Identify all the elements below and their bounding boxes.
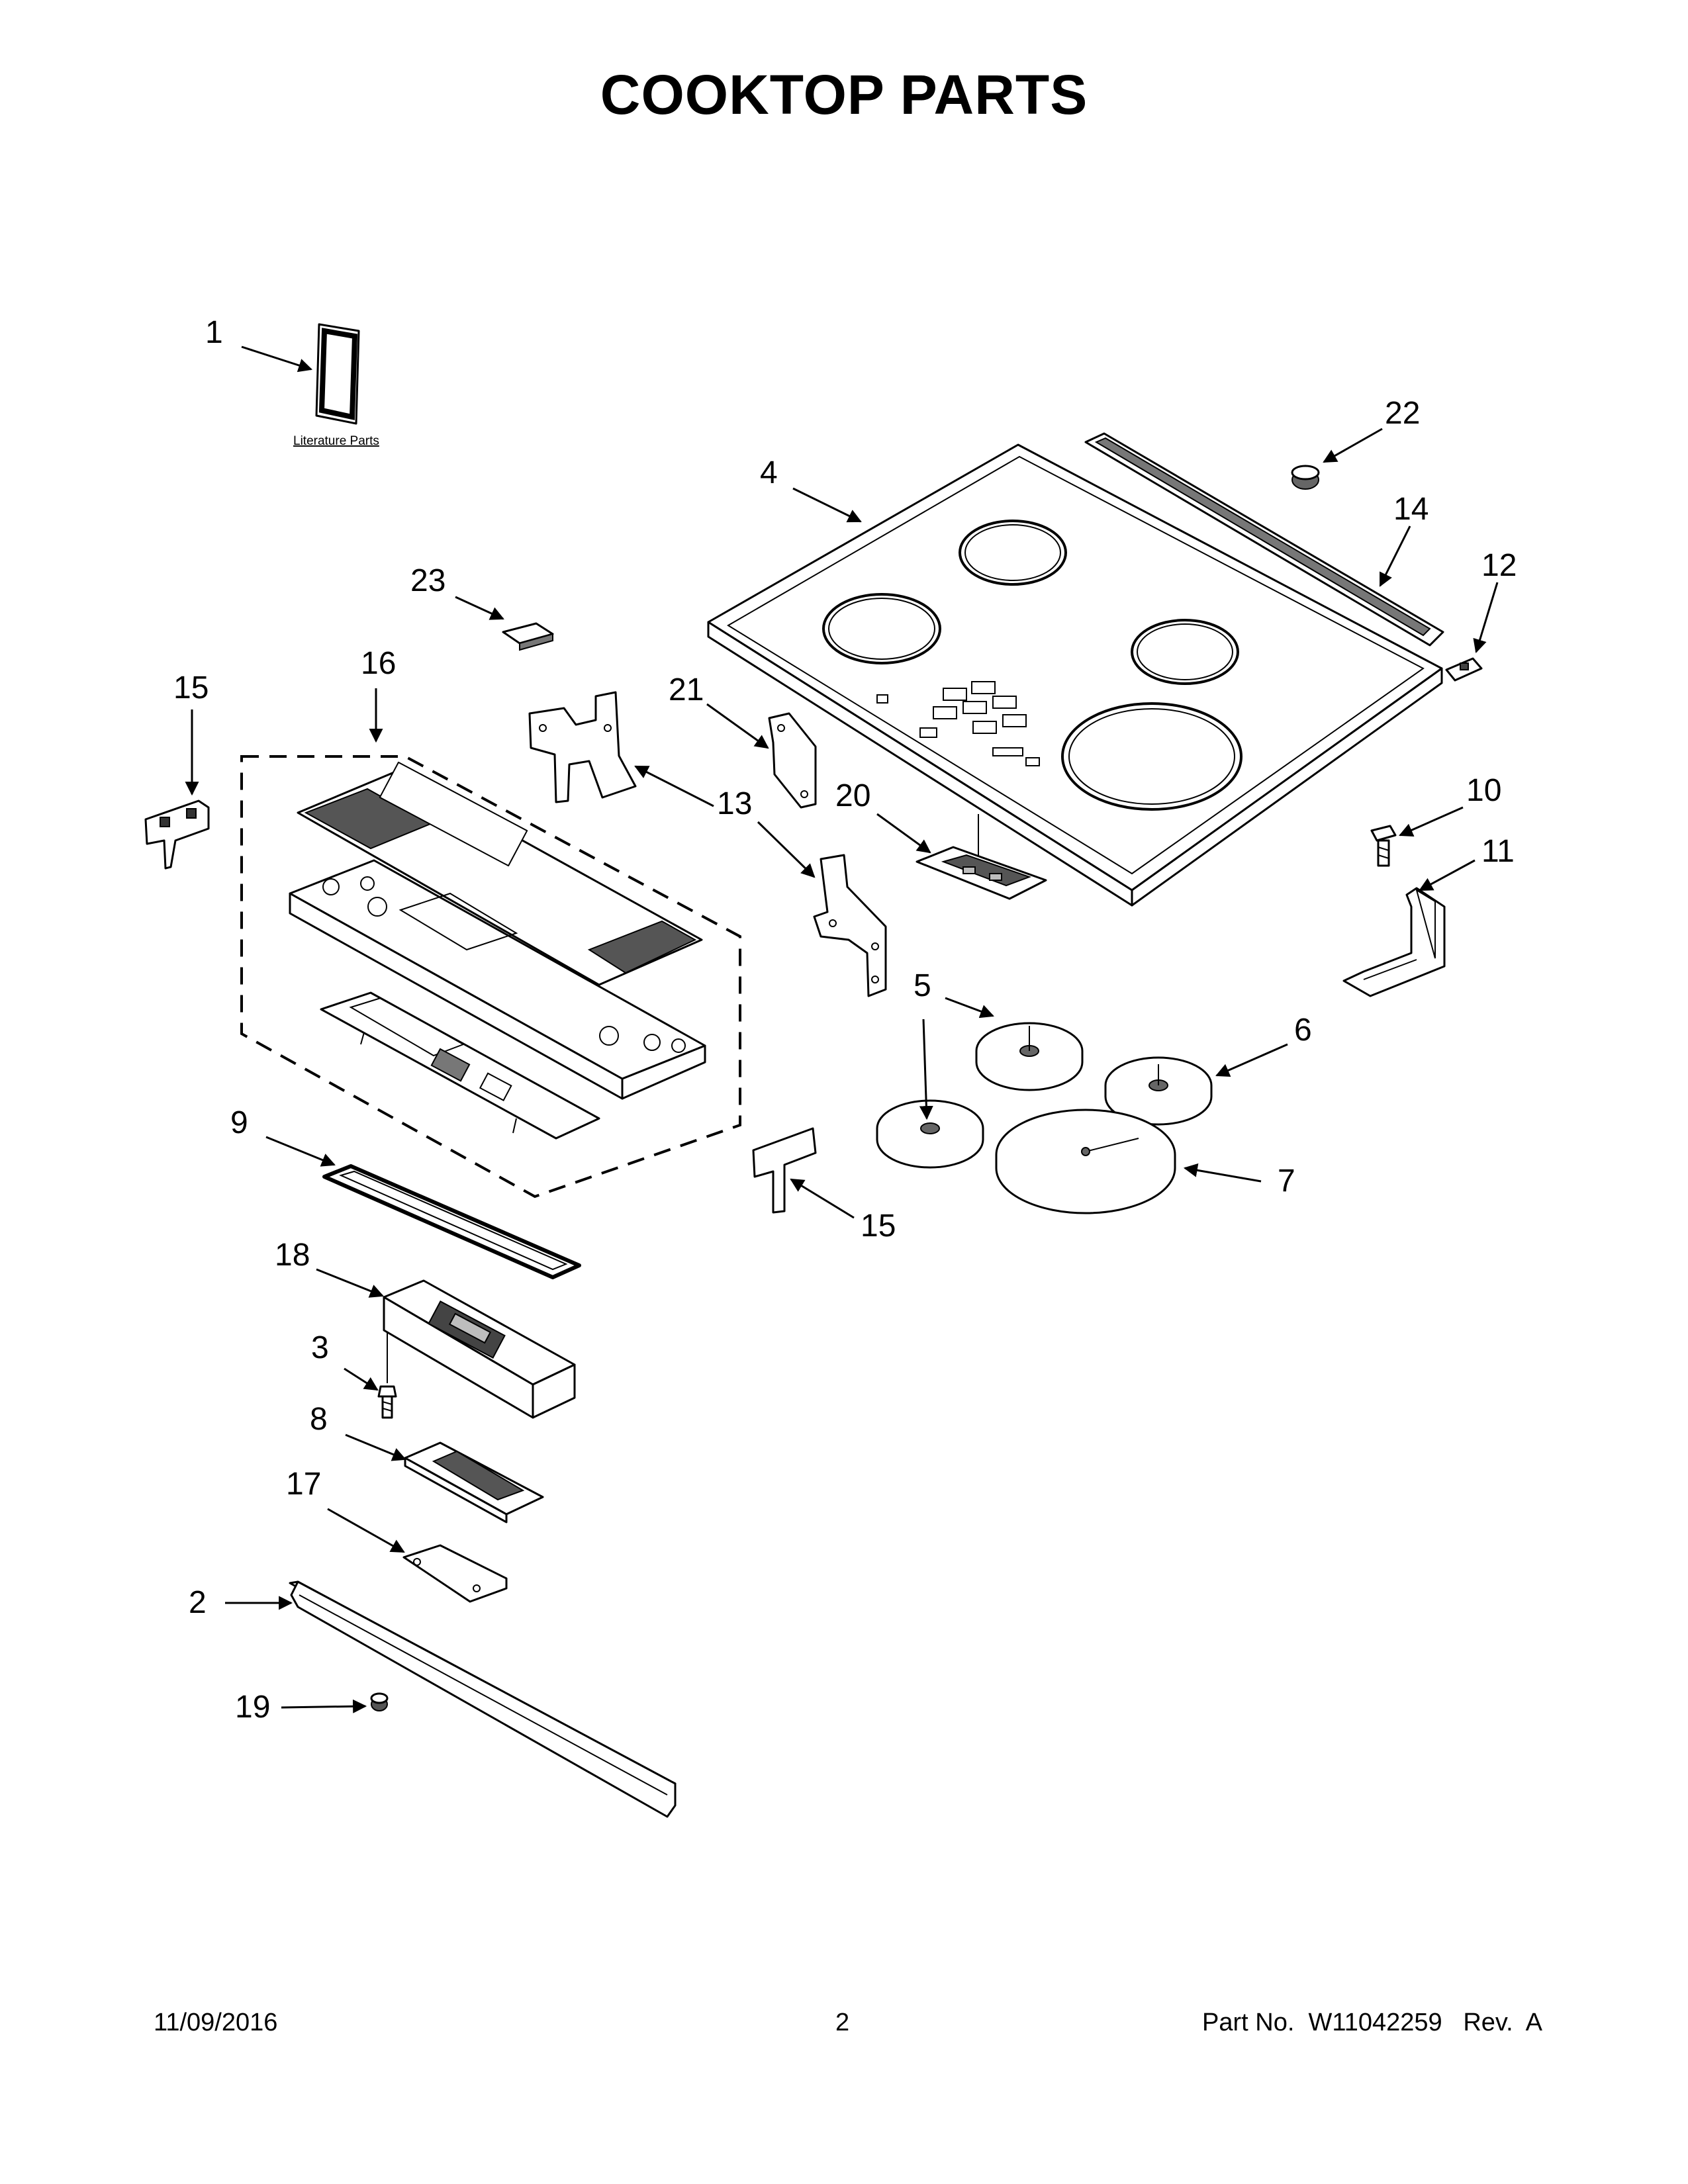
part-12-clip[interactable] [1445, 657, 1483, 682]
part-20-control-board[interactable] [915, 814, 1047, 900]
callout-2: 2 [189, 1585, 207, 1620]
callout-22: 22 [1385, 396, 1420, 431]
callout-21: 21 [669, 672, 704, 707]
part-21-bracket[interactable] [768, 712, 817, 809]
callout-10: 10 [1466, 773, 1501, 808]
part-23-clip[interactable] [502, 622, 554, 651]
callout-11: 11 [1481, 834, 1515, 869]
part-15-overlay-left[interactable] [144, 799, 210, 870]
callout-5: 5 [914, 968, 931, 1003]
callout-17: 17 [286, 1467, 321, 1502]
assembly-16-outline [240, 755, 741, 1199]
callout-12: 12 [1481, 548, 1517, 583]
callout-20: 20 [835, 778, 870, 813]
part-2-trim[interactable] [289, 1580, 677, 1818]
part-5-element-front[interactable] [876, 1099, 984, 1169]
callout-4: 4 [760, 455, 778, 490]
part-9-gasket[interactable] [322, 1164, 581, 1279]
part-18-control-module[interactable] [383, 1279, 576, 1419]
page-title: COOKTOP PARTS [600, 64, 1088, 126]
callout-15-left: 15 [173, 670, 209, 705]
part-16-control-panel[interactable] [289, 761, 706, 1140]
part-4-cooktop[interactable] [707, 443, 1443, 907]
part-7-element-large[interactable] [995, 1109, 1176, 1214]
callout-18: 18 [275, 1238, 310, 1273]
part-6-element[interactable] [1104, 1056, 1213, 1126]
callout-19: 19 [235, 1690, 270, 1725]
part-13-bracket-upper[interactable] [528, 691, 637, 803]
part-17-shield[interactable] [402, 1544, 508, 1603]
footer-part-number: Part No. W11042259 Rev. A [1202, 2009, 1542, 2036]
callout-6: 6 [1294, 1013, 1312, 1048]
part-15-overlay-right[interactable] [752, 1127, 817, 1214]
part-19-grommet[interactable] [370, 1692, 389, 1711]
footer-page-number: 2 [835, 2009, 850, 2036]
part-22-bumper[interactable] [1291, 465, 1320, 490]
part-8-board-carrier[interactable] [404, 1441, 544, 1524]
part-10-screw[interactable] [1370, 825, 1397, 867]
callout-9: 9 [230, 1105, 248, 1140]
callout-14: 14 [1393, 492, 1429, 527]
callout-16: 16 [361, 646, 396, 681]
callout-13: 13 [717, 786, 752, 821]
part-1-literature[interactable]: Literature Parts [293, 323, 379, 448]
part-11-bracket[interactable] [1342, 887, 1446, 997]
part-13-bracket-lower[interactable] [813, 854, 887, 997]
literature-parts-label: Literature Parts [293, 434, 379, 448]
part-5-element-rear[interactable] [975, 1022, 1084, 1091]
callout-1: 1 [205, 315, 223, 350]
part-3-screw[interactable] [377, 1332, 397, 1419]
callout-7: 7 [1278, 1163, 1295, 1199]
callout-8: 8 [310, 1402, 328, 1437]
callout-23: 23 [410, 563, 445, 598]
footer-date: 11/09/2016 [154, 2009, 278, 2036]
callout-3: 3 [311, 1330, 329, 1365]
callout-15-right: 15 [861, 1208, 896, 1244]
part-14-vent-trim[interactable] [1084, 432, 1444, 647]
